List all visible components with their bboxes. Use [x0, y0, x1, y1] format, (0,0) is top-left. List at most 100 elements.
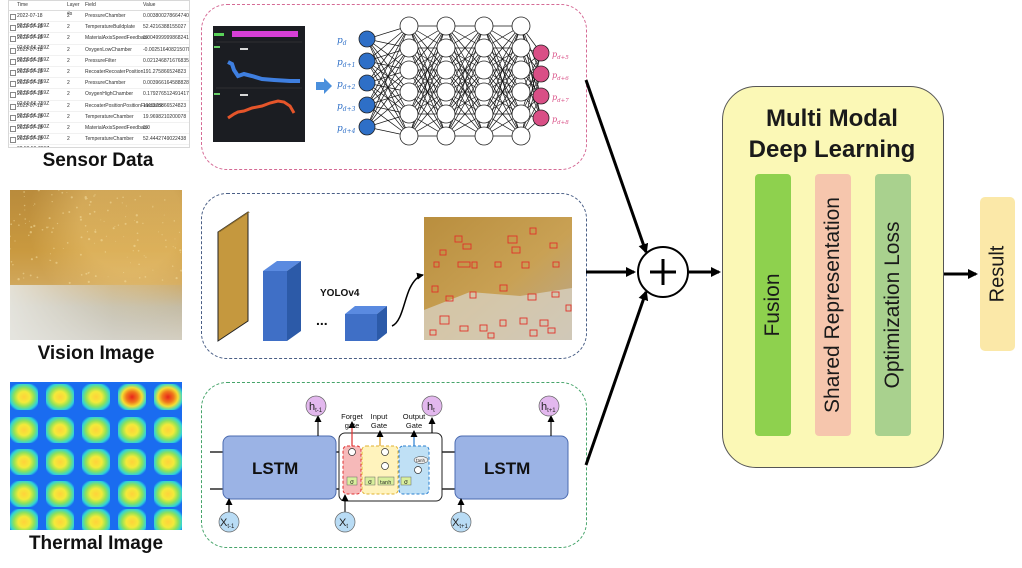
x-prev-sub: t-1: [227, 524, 235, 530]
x-next-main: X: [452, 517, 460, 529]
hidden-node: [436, 60, 456, 80]
table-cell: 2: [67, 46, 70, 53]
table-cell: RecoaterRecoaterPosition: [85, 68, 144, 75]
mlp-input-label: pd: [337, 36, 347, 47]
table-cell: PressureFilter: [85, 57, 117, 64]
thermal-spot: [10, 449, 38, 475]
table-cell: OxygenLowChamber: [85, 46, 132, 53]
detection-box: [445, 295, 454, 302]
hidden-node: [474, 60, 494, 80]
mlp-input-label: pd+1: [337, 58, 355, 69]
table-cell: 2: [67, 113, 70, 120]
hidden-node: [436, 126, 456, 146]
table-cell: 191.275866524823: [143, 102, 187, 109]
output-node: [532, 109, 550, 127]
result-label: Result: [986, 245, 1008, 303]
data-flow-arrow: [316, 78, 332, 94]
table-cell: 2: [67, 80, 70, 87]
thermal-spot: [118, 417, 146, 443]
result-box: Result: [980, 197, 1015, 351]
fusion-column: Fusion: [755, 174, 791, 436]
svg-text:Xt: Xt: [339, 517, 348, 530]
table-cell: 52.4442749022438: [143, 136, 187, 143]
hidden-node: [436, 38, 456, 58]
table-cell: 2022-07-18 02:59:56.759Z: [17, 57, 50, 74]
svg-text:ht: ht: [427, 401, 435, 414]
multimodal-title-line2: Deep Learning: [748, 136, 916, 163]
table-cell: 2: [67, 124, 70, 131]
row-icon: [10, 92, 16, 99]
table-cell: 2022-07-18 02:59:56.759Z: [17, 80, 50, 97]
detection-box: [431, 285, 439, 293]
optimization-loss-column: Optimization Loss: [875, 174, 911, 436]
multimodal-title: Multi Modal Deep Learning: [722, 103, 942, 165]
thermal-spot: [10, 481, 38, 507]
thermal-spot: [82, 509, 110, 530]
row-icon: [10, 103, 16, 110]
h-cur-sub: t: [433, 408, 435, 414]
table-row: 2022-07-18 02:59:56.759Z 2 RecoaterRecoate…: [9, 67, 189, 85]
input-sigma: σ: [368, 479, 372, 486]
table-cell: 2022-07-18 02:59:56.259Z: [17, 35, 50, 52]
row-icon: [10, 36, 16, 43]
forget-gate-label-1: Forget: [341, 412, 364, 421]
hidden-node: [511, 126, 531, 146]
hidden-node: [474, 38, 494, 58]
table-cell: 2: [67, 68, 70, 75]
detection-box: [433, 261, 440, 268]
vision-model-panel: [201, 193, 587, 359]
h-next-sub: t+1: [547, 408, 556, 414]
lstm-left-label: LSTM: [252, 459, 298, 478]
row-icon: [10, 25, 16, 32]
h-cur-main: h: [427, 401, 433, 413]
svg-text:Xt-1: Xt-1: [220, 517, 235, 530]
mlp-output-label: pd+7: [552, 93, 569, 104]
detection-box: [519, 317, 528, 325]
output-sigma: σ: [404, 479, 408, 486]
mlp-input-label: pd+3: [337, 102, 356, 113]
powder-bed-texture: [10, 190, 182, 284]
lstm-chain: LSTM LSTM σ σ tanh σ tanh Forget gate In…: [210, 395, 569, 533]
table-cell: TemperatureChamber: [85, 136, 134, 143]
hidden-node: [399, 104, 419, 124]
input-node: [358, 52, 376, 70]
table-cell: 0.00380027866474072: [143, 13, 190, 19]
input-gate-label-2: Gate: [371, 421, 387, 430]
thermal-spot: [46, 384, 74, 410]
thermal-spot: [118, 384, 146, 410]
table-cell: 0.179276512491417: [143, 91, 189, 98]
table-cell: 2: [67, 91, 70, 98]
table-cell: 2: [67, 35, 70, 42]
table-cell: 2022-07-18 02:59:56.259Z: [17, 13, 50, 29]
thermal-spot: [118, 509, 146, 530]
input-tanh: tanh: [380, 480, 391, 486]
table-cell: 2: [67, 24, 70, 31]
sensor-data-label: Sensor Data: [42, 150, 154, 171]
detection-box: [551, 291, 560, 298]
svg-text:ht+1: ht+1: [541, 401, 556, 414]
hidden-node: [511, 104, 531, 124]
input-gate-label-1: Input: [371, 412, 389, 421]
x-prev-main: X: [220, 517, 228, 529]
output-node: [532, 87, 550, 105]
sensor-table-header: Time Layer #s Field Value: [9, 1, 189, 17]
table-cell: 2022-07-18 02:59:56.760Z: [17, 136, 49, 147]
table-cell: 2022-07-18 02:59:56.759Z: [17, 68, 50, 85]
mlp-output-label: pd+5: [552, 50, 569, 61]
table-cell: -0.00251640821507086: [143, 46, 189, 53]
row-icon: [10, 137, 16, 144]
vision-image: [10, 190, 182, 340]
thermal-spot: [154, 509, 182, 530]
fusion-label: Fusion: [761, 273, 784, 337]
thermal-spot: [82, 449, 110, 475]
mlp-output-label: pd+8: [552, 115, 569, 126]
h-prev-main: h: [309, 401, 315, 413]
detection-box: [454, 235, 463, 243]
detection-box: [462, 243, 472, 250]
